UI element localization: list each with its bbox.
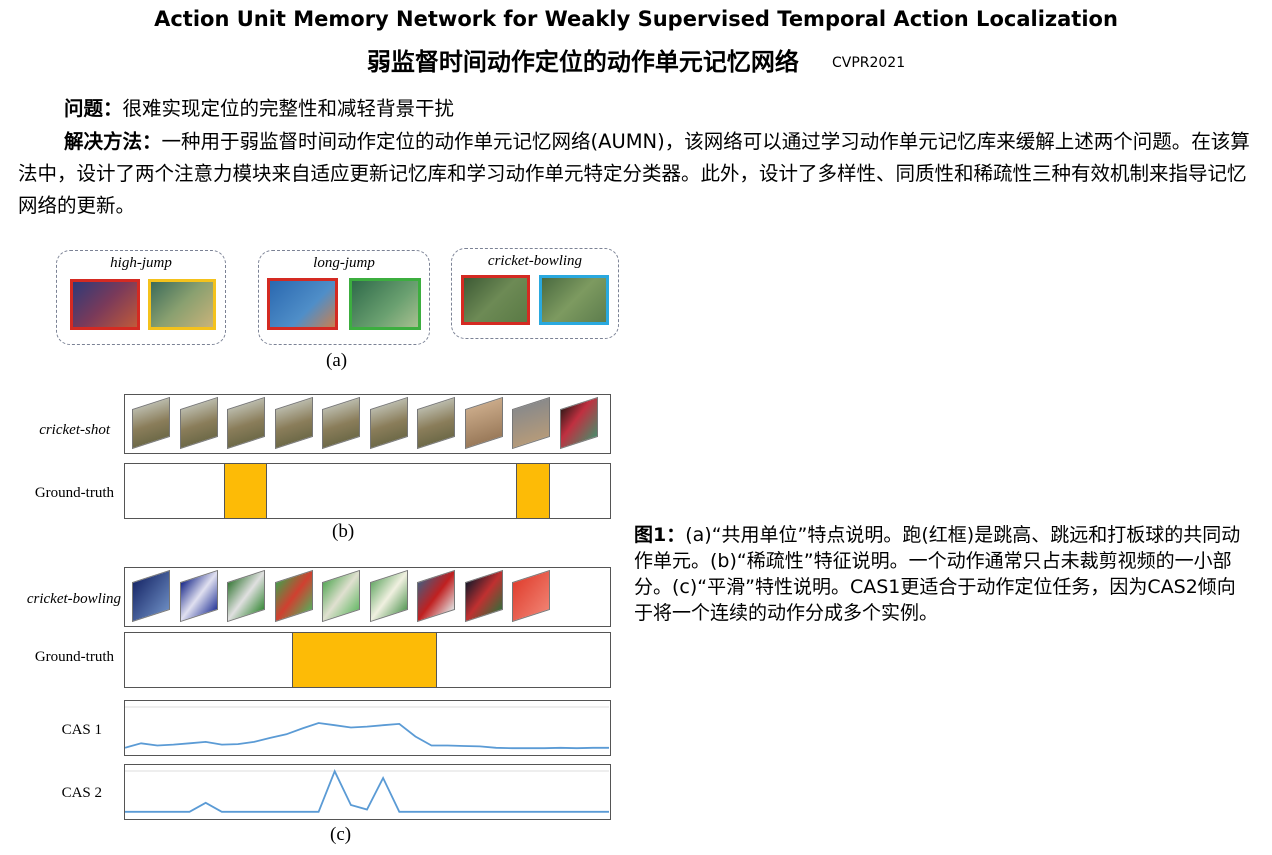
video-thumbnail [539,275,609,325]
group-label: long-jump [313,255,375,271]
video-frame-thumbnail [322,396,360,450]
video-thumbnail [349,278,421,330]
video-frame-thumbnail [417,396,455,450]
cas2-chart [124,764,611,820]
video-frame-thumbnail [464,569,503,623]
figure-caption-label: 图1： [634,524,686,546]
video-thumbnail [267,278,338,330]
video-frames-strip [124,394,611,454]
cas-line [125,769,609,813]
action-group-high-jump: high-jump [56,250,226,345]
video-frame-thumbnail [227,396,265,450]
ground-truth-segment [292,633,438,687]
cas1-plot [125,706,609,750]
cas-line [125,722,609,750]
group-label: cricket-bowling [487,253,583,269]
video-frame-thumbnail [369,569,408,623]
method-label: 解决方法： [64,130,162,153]
video-frame-thumbnail [417,569,455,623]
video-frame-thumbnail [132,569,170,623]
paper-title-chinese: 弱监督时间动作定位的动作单元记忆网络 [366,48,799,76]
video-frame-thumbnail [132,396,170,450]
video-thumbnail [148,279,216,330]
video-label: cricket-bowling [26,591,121,607]
method-paragraph: 解决方法：一种用于弱监督时间动作定位的动作单元记忆网络(AUMN)，该网络可以通… [18,126,1256,222]
cas1-label: CAS 1 [61,722,102,738]
ground-truth-bar [124,463,611,519]
video-frame-thumbnail [512,396,550,450]
cas2-label: CAS 2 [61,785,102,801]
ground-truth-label: Ground-truth [34,485,114,501]
figure-caption: 图1：(a)“共用单位”特点说明。跑(红框)是跳高、跳远和打板球的共同动作单元。… [634,522,1250,626]
problem-paragraph: 问题：很难实现定位的完整性和减轻背景干扰 [64,93,454,125]
action-group-cricket-bowling: cricket-bowling [451,248,619,339]
method-text: 一种用于弱监督时间动作定位的动作单元记忆网络(AUMN)，该网络可以通过学习动作… [18,130,1250,217]
video-thumbnail [461,275,530,325]
panel-c-caption: (c) [330,824,352,845]
figure-caption-text: (a)“共用单位”特点说明。跑(红框)是跳高、跳远和打板球的共同动作单元。(b)… [634,524,1241,624]
video-frame-thumbnail [274,396,313,450]
video-frame-thumbnail [179,396,218,450]
action-group-long-jump: long-jump [258,250,430,345]
video-frame-thumbnail [179,569,218,623]
video-label: cricket-shot [39,422,110,438]
video-frame-thumbnail [227,569,265,623]
video-frame-thumbnail [464,396,503,450]
video-frame-thumbnail [559,396,598,450]
ground-truth-segment [224,464,267,518]
title-row-chinese: 弱监督时间动作定位的动作单元记忆网络 CVPR2021 [0,42,1272,77]
ground-truth-bar [124,632,611,688]
video-frame-thumbnail [512,569,550,623]
video-frame-thumbnail [274,569,313,623]
venue-label: CVPR2021 [831,55,906,71]
group-label: high-jump [110,255,172,271]
ground-truth-segment [515,464,550,518]
problem-text: 很难实现定位的完整性和减轻背景干扰 [122,97,455,120]
cas2-plot [125,769,609,813]
video-frame-thumbnail [322,569,360,623]
panel-b-caption: (b) [332,521,355,542]
cas1-chart [124,700,611,756]
video-frames-strip [124,567,611,627]
video-frame-thumbnail [369,396,408,450]
panel-a-caption: (a) [326,350,348,371]
problem-label: 问题： [64,97,123,120]
ground-truth-label: Ground-truth [34,649,114,665]
paper-title-english: Action Unit Memory Network for Weakly Su… [154,7,1118,31]
video-thumbnail [70,279,140,330]
